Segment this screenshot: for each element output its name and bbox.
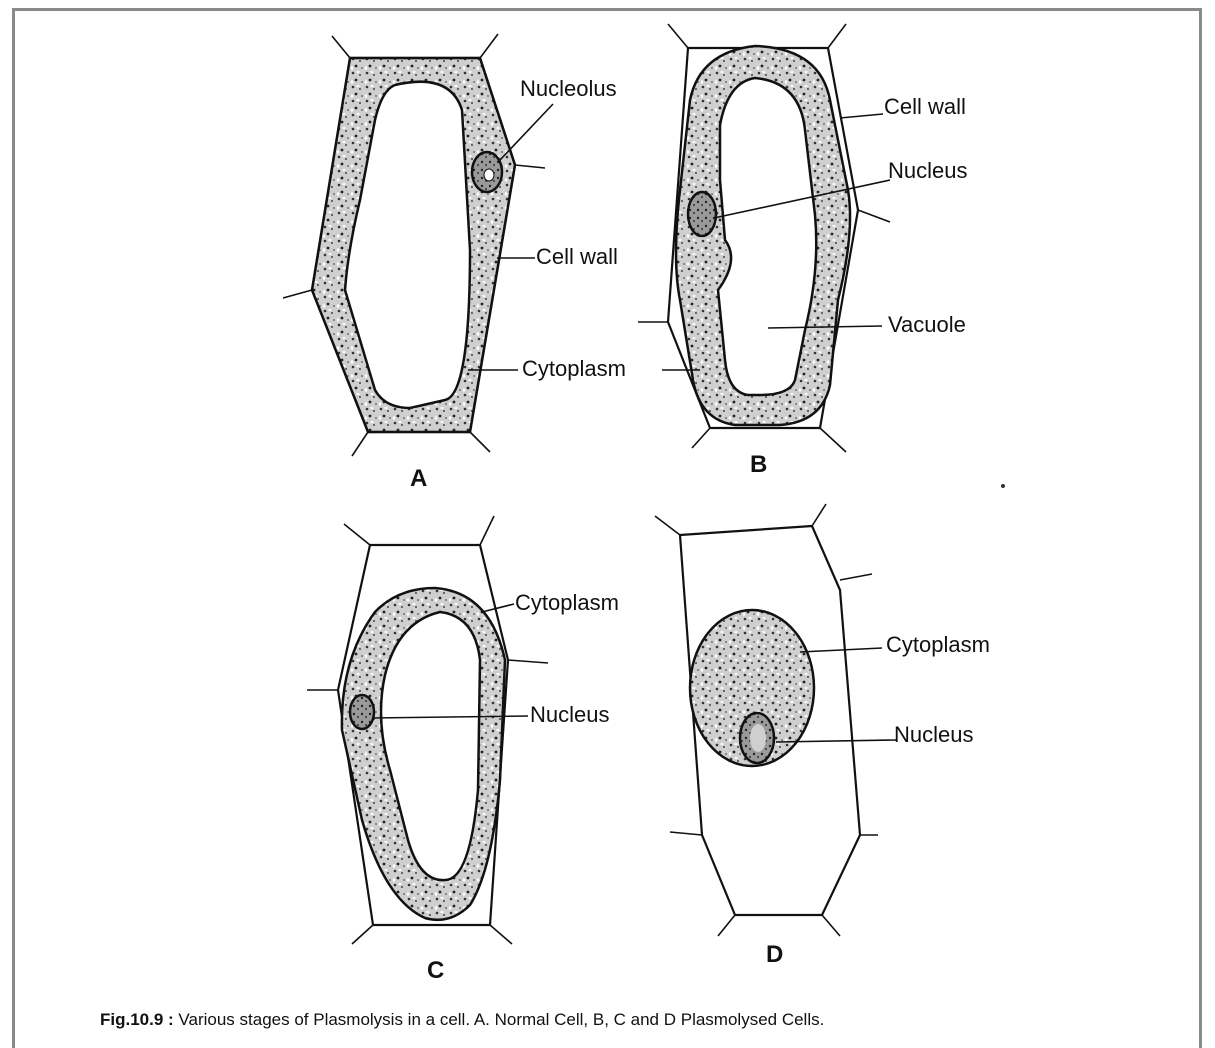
panel-b: Cell wall Nucleus Vacuole B: [638, 24, 967, 478]
stray-dot: [1001, 484, 1005, 488]
panel-d-label-cytoplasm: Cytoplasm: [886, 632, 990, 657]
panel-b-vacuole-leader: [768, 326, 882, 328]
panel-a: Nucleolus Cell wall Cytoplasm A: [283, 34, 626, 492]
panel-a-nucleolus-leader: [500, 104, 553, 160]
panel-c: Cytoplasm Nucleus C: [307, 516, 619, 984]
panel-b-label-nucleus: Nucleus: [888, 158, 967, 183]
panel-c-label-nucleus: Nucleus: [530, 702, 609, 727]
panel-b-id: B: [750, 451, 767, 478]
panel-a-label-cell-wall: Cell wall: [536, 244, 618, 269]
panel-d-label-nucleus: Nucleus: [894, 722, 973, 747]
panel-a-nucleolus: [484, 169, 494, 181]
panel-b-label-vacuole: Vacuole: [888, 312, 966, 337]
panel-b-nucleus: [688, 192, 716, 236]
caption-text: Various stages of Plasmolysis in a cell.…: [174, 1010, 825, 1029]
panel-a-label-nucleolus: Nucleolus: [520, 76, 617, 101]
panel-c-cytoplasm-leader: [482, 604, 514, 612]
panel-b-label-cell-wall: Cell wall: [884, 94, 966, 119]
panel-b-cell-wall-leader: [840, 114, 883, 118]
panel-a-label-cytoplasm: Cytoplasm: [522, 356, 626, 381]
panel-c-cytoplasm: [342, 588, 505, 920]
panel-d-cytoplasm-leader: [800, 648, 882, 652]
panel-c-label-cytoplasm: Cytoplasm: [515, 590, 619, 615]
figure-caption: Fig.10.9 : Various stages of Plasmolysis…: [100, 1010, 1200, 1030]
panel-d: Cytoplasm Nucleus D: [655, 504, 990, 968]
panel-a-id: A: [410, 465, 427, 492]
panel-d-nucleus-inner: [750, 724, 766, 752]
panel-a-cytoplasm: [312, 58, 515, 432]
panel-c-id: C: [427, 957, 444, 984]
panel-d-id: D: [766, 941, 783, 968]
caption-label: Fig.10.9 :: [100, 1010, 174, 1029]
panel-c-nucleus: [350, 695, 374, 729]
